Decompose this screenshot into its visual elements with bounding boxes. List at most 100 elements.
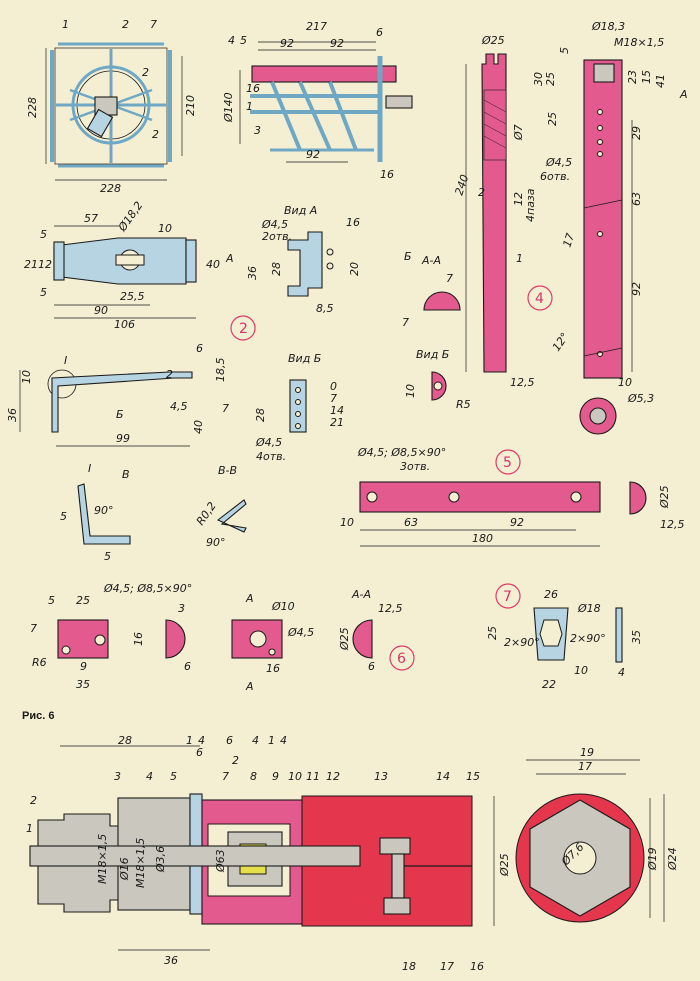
strip-hole-spec: Ø4,5; Ø8,5×90° <box>357 446 446 459</box>
bracket-view: 57 5 Ø18,2 10 21 12 40 5 25,5 90 106 A <box>24 199 234 331</box>
bar-m18: M18×1,5 <box>614 36 664 49</box>
frame-dim-inner: 210 <box>184 95 197 116</box>
bar-d7: Ø7 <box>512 124 525 141</box>
bar-41: 41 <box>654 74 667 88</box>
strip-d25: Ø25 <box>658 485 671 509</box>
bar-30: 30 <box>532 72 545 86</box>
view-b: Вид Б 0 7 14 21 28 Ø4,5 4отв. <box>254 352 344 463</box>
assembly-section: 28 1 4 6 4 1 4 M18×1,5 Ø16 M18×1,5 Ø3,6 … <box>26 734 511 973</box>
detail-i: I 5 90° 5 В <box>60 462 131 563</box>
asm-leader-3: 3 <box>114 770 121 783</box>
frame-leader-2c: 2 <box>152 128 159 141</box>
frame-dim-height: 228 <box>26 97 39 118</box>
asm-dim-d63: Ø63 <box>214 849 227 873</box>
asm-leader-8: 8 <box>250 770 257 783</box>
bend-dim-99: 99 <box>116 432 130 445</box>
section-vv-90: 90° <box>206 536 226 549</box>
bar-10b: 10 <box>404 384 417 398</box>
block-a-bottom: A <box>245 680 254 693</box>
asm-dim-4a: 4 <box>198 734 205 747</box>
bar-125: 12,5 <box>510 376 535 389</box>
bar-1: 1 <box>516 252 523 265</box>
frame-dim-width: 228 <box>100 182 121 195</box>
bar-view: Ø25 M18×1,5 Ø18,3 5 30 25 23 15 41 25 Ø7… <box>402 20 688 435</box>
bracket-dim-57: 57 <box>84 212 98 225</box>
asm-dim-d25: Ø25 <box>498 853 511 877</box>
block-d25: Ø25 <box>338 627 351 651</box>
section-vv-r: R0,2 <box>194 500 219 528</box>
cage-leader-3: 3 <box>254 124 261 137</box>
clip-25: 25 <box>486 626 499 640</box>
bar-d25: Ø25 <box>481 34 505 47</box>
nut-17: 17 <box>578 760 592 773</box>
figure-caption: Рис. 6 <box>22 710 55 722</box>
block-r6: R6 <box>32 656 47 669</box>
cage-leader-1: 1 <box>246 100 253 113</box>
cage-dim-d140: Ø140 <box>222 92 235 123</box>
bend-dim-36: 36 <box>6 408 19 422</box>
frame-leader-2b: 2 <box>142 66 149 79</box>
asm-leader-10: 10 <box>288 770 302 783</box>
frame-leader-1: 1 <box>62 18 69 31</box>
clip-2x90b: 2×90° <box>570 632 606 645</box>
block-5: 5 <box>48 594 55 607</box>
clip-26: 26 <box>544 588 558 601</box>
cage-leader-4: 4 <box>228 34 235 47</box>
asm-dim-6: 6 <box>226 734 233 747</box>
view-a-2holes: 2отв. <box>262 230 292 243</box>
view-b-21: 21 <box>330 416 344 429</box>
bracket-dim-40: 40 <box>206 258 220 271</box>
bar-section-aa: А-А <box>421 254 441 267</box>
clip-35: 35 <box>630 630 643 644</box>
block-35: 35 <box>76 678 90 691</box>
bar-10: 10 <box>618 376 632 389</box>
bend-dim-2: 2 <box>166 368 173 381</box>
clip-d18: Ø18 <box>577 602 601 615</box>
cage-dim-217: 217 <box>306 20 327 33</box>
asm-dim-d16: Ø16 <box>118 857 131 881</box>
view-b-28: 28 <box>254 408 267 422</box>
part-5-number: 5 <box>503 455 512 471</box>
bar-5: 5 <box>558 47 571 54</box>
asm-dim-m18a: M18×1,5 <box>96 834 109 884</box>
strip-view: Ø4,5; Ø8,5×90° 3отв. 10 63 92 180 Ø25 12… <box>340 446 685 547</box>
nut-d24: Ø24 <box>666 847 679 871</box>
block-7: 7 <box>30 622 37 635</box>
detail-i-5b: 5 <box>104 550 111 563</box>
asm-leader-18: 18 <box>402 960 416 973</box>
bar-d53: Ø5,3 <box>627 392 654 405</box>
bend-callout-i: I <box>64 354 67 367</box>
asm-leader-1: 1 <box>26 822 33 835</box>
bracket-dim-12: 12 <box>38 258 52 271</box>
block-views: 5 25 Ø4,5; Ø8,5×90° 7 R6 9 35 3 16 6 A Ø… <box>30 582 403 693</box>
bend-arrow-b: Б <box>116 408 124 421</box>
view-b-d45: Ø4,5 <box>255 436 282 449</box>
block-a-top: A <box>245 592 254 605</box>
asm-leader-9: 9 <box>272 770 279 783</box>
block-25: 25 <box>76 594 90 607</box>
clip-2x90a: 2×90° <box>504 636 540 649</box>
asm-leader-15: 15 <box>466 770 480 783</box>
part-7-number: 7 <box>503 589 512 605</box>
asm-dim-36: 36 <box>164 954 178 967</box>
bend-dim-6: 6 <box>196 342 203 355</box>
bend-view: 6 10 2 18,5 36 4,5 40 7 99 Б I <box>6 342 229 447</box>
bar-b-arrow: Б <box>404 250 412 263</box>
view-a-title: Вид А <box>284 204 317 217</box>
block-d45: Ø4,5 <box>287 626 314 639</box>
cage-leader-5: 5 <box>240 34 247 47</box>
asm-leader-13: 13 <box>374 770 388 783</box>
asm-leader-5: 5 <box>170 770 177 783</box>
asm-leader-17: 17 <box>440 960 454 973</box>
part-4-circle <box>527 285 553 311</box>
asm-leader-6: 6 <box>196 746 203 759</box>
bar-arrow-a: A <box>679 88 688 101</box>
detail-i-section: В <box>122 468 130 481</box>
bar-63: 63 <box>630 192 643 206</box>
bracket-dim-255: 25,5 <box>120 290 145 303</box>
detail-i-5a: 5 <box>60 510 67 523</box>
asm-leader-14: 14 <box>436 770 450 783</box>
view-a-85: 8,5 <box>316 302 334 315</box>
